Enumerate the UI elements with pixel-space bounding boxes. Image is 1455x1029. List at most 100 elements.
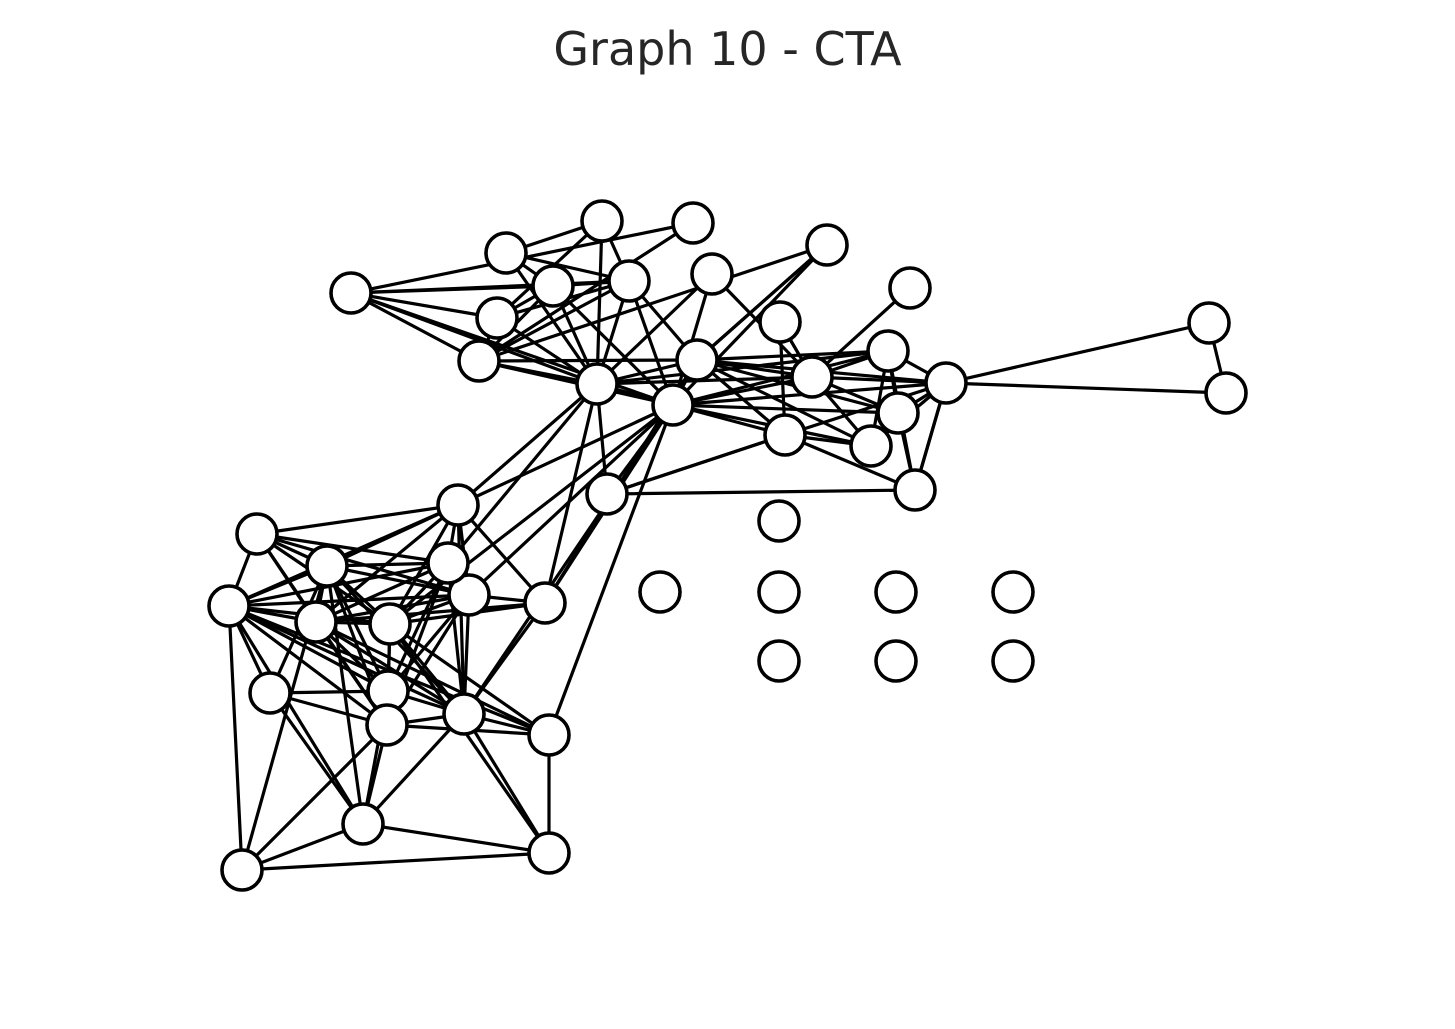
graph-edge [462,712,551,855]
graph-edge [268,691,365,826]
graph-node [436,483,480,527]
graph-edge [227,593,471,608]
graph-node [607,259,651,303]
graph-node [651,383,695,427]
graph-edge [456,382,599,507]
graph-node [849,424,893,468]
graph-edge [240,723,389,872]
graph-node [924,361,968,405]
graph-node [1187,301,1231,345]
graph-edge [543,382,599,605]
graph-edge [944,381,1228,395]
graph-edge [349,279,631,295]
graph-node [426,541,470,585]
graph-edge [314,561,450,624]
graph-node [888,266,932,310]
graph-edge [227,604,365,826]
graph-node [248,671,292,715]
graph-node [329,271,373,315]
graph-edge [810,286,912,379]
graph-edge [325,564,390,693]
graph-edge [386,561,450,693]
graph-edge [325,564,471,597]
graph-node [580,199,624,243]
graph-edge [783,381,948,437]
graph-edge [227,604,390,693]
graph-node [1204,371,1248,415]
graph-node [638,570,682,614]
graph-edge [605,433,787,496]
graph-node [874,570,918,614]
graph-edge [605,488,917,496]
graph-edge [595,375,814,386]
graph-node [758,300,802,344]
graph-node [531,264,575,308]
graph-edge [462,601,547,716]
nodes-layer [207,199,1248,892]
graph-node [876,391,920,435]
graph-edge [944,321,1211,385]
graph-node [757,499,801,543]
graph-node [305,544,349,588]
graph-node [207,584,251,628]
graph-edge [695,243,829,362]
graph-edge [240,851,551,872]
graph-edge [595,219,604,386]
graph-node [294,600,338,644]
graph-edge [477,358,699,363]
graph-node [805,223,849,267]
graph-edge [504,251,599,386]
graph-node [447,573,491,617]
graph-node [585,472,629,516]
graph-node [220,848,264,892]
graph-node [235,512,279,556]
graph-node [757,639,801,683]
graph-node [690,252,734,296]
edges-layer [227,219,1228,872]
graph-node [866,329,910,373]
graph-node [893,468,937,512]
graph-node [874,639,918,683]
graph-node [527,831,571,875]
graph-node [365,703,409,747]
graph-node [341,802,385,846]
graph-edge [255,503,460,536]
graph-edge [349,291,499,320]
graph-node [763,413,807,457]
graph-edge [547,403,675,737]
graph-node [442,692,486,736]
graph-edge [227,604,389,727]
graph-node [527,713,571,757]
graph-edge [456,403,675,507]
graph-node [368,602,412,646]
graph-node [457,339,501,383]
graph-edge [810,375,948,385]
graph-node [671,201,715,245]
graph-node [523,581,567,625]
graph-edge [783,433,917,492]
graph-edge [551,284,675,407]
graph-edge [227,604,244,872]
graph-edge [227,604,466,716]
graph-node [991,570,1035,614]
graph-edge [349,291,599,386]
graph-node [484,231,528,275]
graph-edge [388,622,551,737]
graph-node [790,355,834,399]
graph-edge [627,279,675,407]
graph-title: Graph 10 - CTA [553,22,902,76]
graph-edge [361,712,466,826]
graph-node [675,338,719,382]
graph-edge [477,243,829,363]
graph-edge [349,291,481,363]
graph-edge [477,279,631,363]
graph-edge [477,221,695,363]
graph-edge [314,620,466,716]
graph-node [991,639,1035,683]
graph-edge [446,382,599,565]
graph-edge [456,503,547,605]
graph-node [475,296,519,340]
graph-node [757,570,801,614]
graph-edge [255,532,450,565]
